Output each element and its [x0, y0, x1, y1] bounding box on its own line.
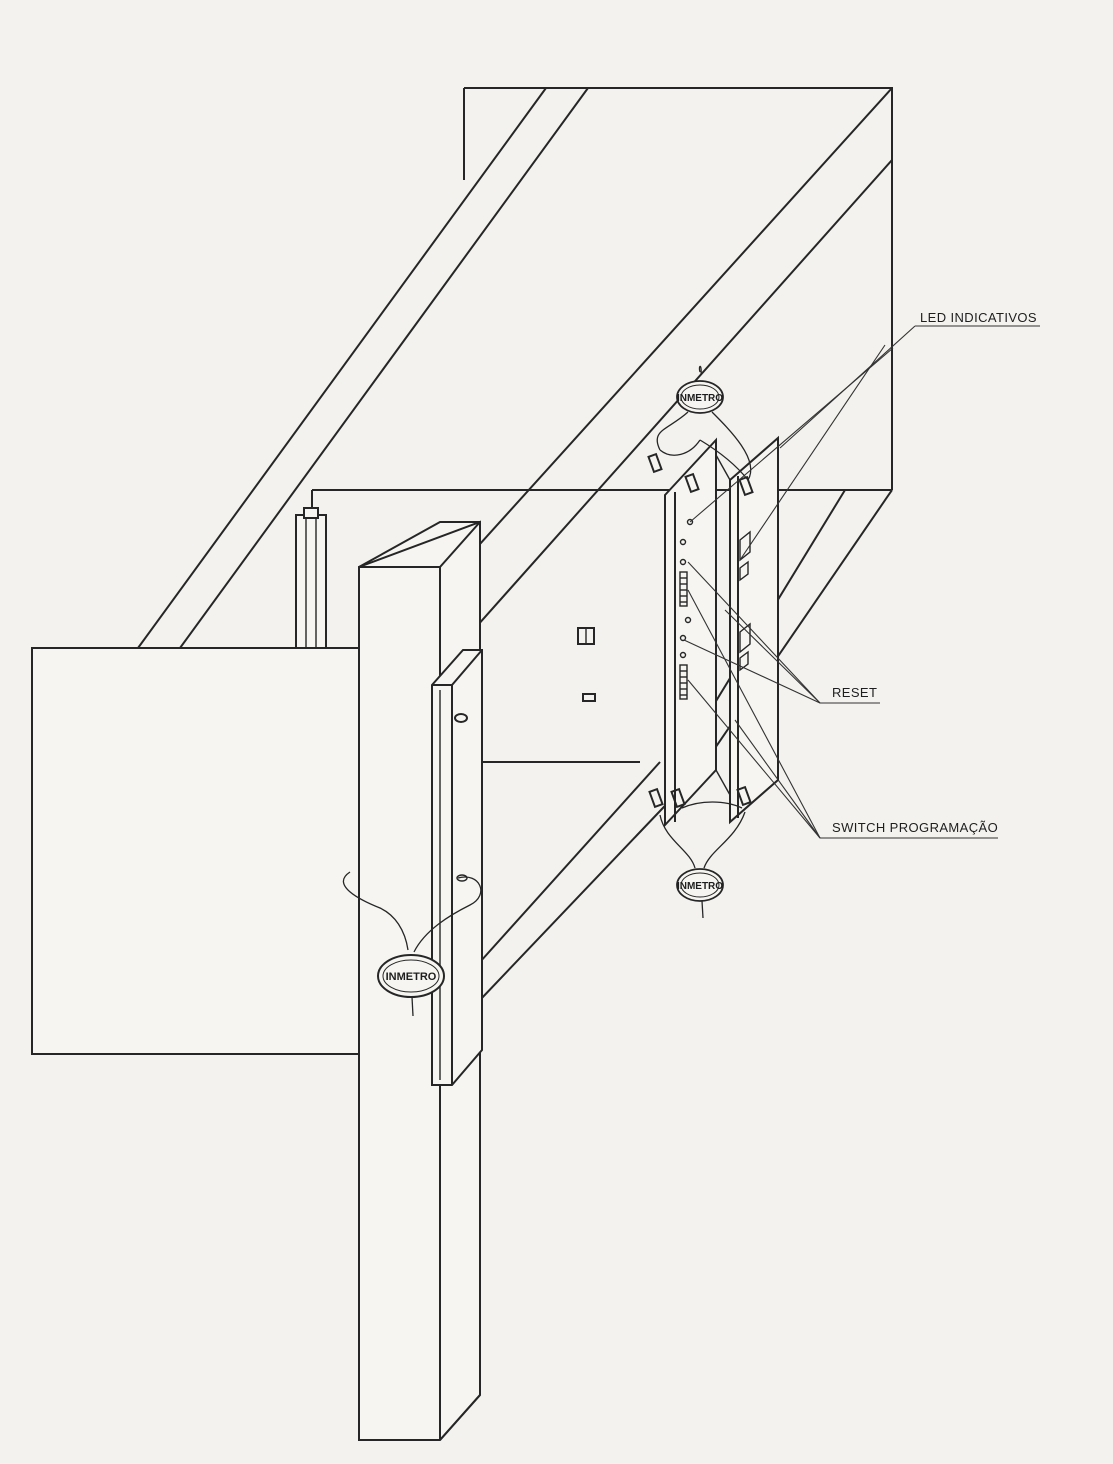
label-reset: RESET [832, 685, 877, 700]
dip-switch-2 [679, 664, 688, 700]
led-3 [679, 558, 687, 566]
connector [739, 622, 751, 654]
lower-diagonal-1 [479, 761, 661, 963]
connector [739, 530, 751, 562]
connector [739, 560, 749, 582]
lower-diagonal-2 [479, 789, 681, 1001]
rail-outer-2 [179, 87, 589, 649]
callout-led: LED INDICATIVOS [689, 310, 1040, 561]
label-led-indicativos: LED INDICATIVOS [920, 310, 1037, 325]
guide-post-body [295, 514, 327, 649]
seal-left-body [377, 954, 445, 998]
rail-outer-1 [137, 87, 547, 649]
rail-inner-2 [419, 159, 893, 691]
seal-top-text: INMETRO [677, 393, 723, 404]
mount-tab [738, 475, 754, 497]
mount-tab [670, 787, 686, 809]
electronic-board-assembly [647, 435, 779, 828]
board-front-plate [664, 437, 717, 828]
seal-top-body [676, 380, 724, 414]
seal-left: INMETRO [342, 871, 482, 1017]
led-1 [686, 518, 694, 526]
seal-top: INMETRO [656, 365, 752, 481]
seal-bottom: INMETRO [659, 801, 746, 919]
mount-tab [736, 785, 752, 807]
callout-switch: SWITCH PROGRAMAÇÃO [687, 589, 998, 839]
guide-post [295, 507, 327, 649]
led-6 [679, 651, 687, 659]
led-2 [679, 538, 687, 546]
led-5 [679, 634, 687, 642]
mount-tab [648, 787, 664, 809]
mount-tab [647, 452, 663, 474]
indicator-small [582, 693, 596, 702]
plate-hole [454, 713, 468, 723]
guide-post-cap [303, 507, 319, 519]
label-switch-programacao: SWITCH PROGRAMAÇÃO [832, 820, 998, 835]
mount-tab [684, 472, 700, 494]
led-4 [684, 616, 692, 624]
callout-reset: RESET [683, 561, 880, 704]
seal-left-text: INMETRO [386, 971, 437, 983]
seal-bottom-body [676, 868, 724, 902]
front-box [31, 647, 363, 1055]
seal-bottom-text: INMETRO [677, 881, 723, 892]
housing-box [137, 87, 893, 1001]
dip-switch-1 [679, 571, 688, 607]
